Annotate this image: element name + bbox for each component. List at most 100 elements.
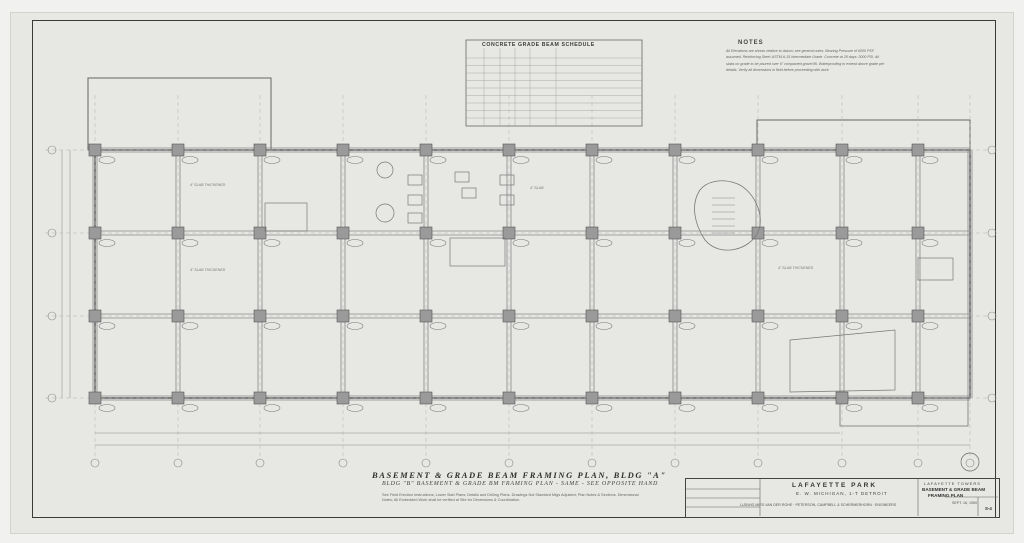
grid-bubble bbox=[670, 458, 680, 468]
pad-tag bbox=[761, 322, 779, 330]
pad-tag bbox=[181, 404, 199, 412]
pad-tag bbox=[921, 239, 939, 247]
column-pad bbox=[502, 309, 516, 323]
column-pad bbox=[835, 309, 849, 323]
column-pad bbox=[835, 143, 849, 157]
grid-bubble bbox=[421, 458, 431, 468]
column-pad bbox=[336, 226, 350, 240]
column-pad bbox=[253, 143, 267, 157]
pad-tag bbox=[921, 404, 939, 412]
grid-bubble bbox=[987, 145, 997, 155]
column-pad bbox=[668, 309, 682, 323]
column-pad bbox=[585, 391, 599, 405]
equipment-box bbox=[499, 194, 515, 206]
pad-tag bbox=[263, 239, 281, 247]
pad-tag bbox=[346, 322, 364, 330]
column-pad bbox=[751, 226, 765, 240]
grid-bubble bbox=[987, 393, 997, 403]
equipment-box bbox=[461, 187, 477, 199]
notes-body: All Elevations are shown relative to dat… bbox=[726, 49, 885, 73]
column-pad bbox=[419, 391, 433, 405]
pad-tag bbox=[181, 322, 199, 330]
pad-tag bbox=[595, 239, 613, 247]
column-pad bbox=[668, 143, 682, 157]
schedule-table bbox=[465, 39, 643, 127]
grid-bubble bbox=[255, 458, 265, 468]
ramp-area-outline bbox=[789, 329, 896, 393]
column-pad bbox=[88, 309, 102, 323]
grid-bubble bbox=[587, 458, 597, 468]
column-pad bbox=[911, 226, 925, 240]
equipment-box bbox=[407, 212, 423, 224]
column-pad bbox=[336, 309, 350, 323]
pad-tag bbox=[98, 322, 116, 330]
column-pad bbox=[668, 391, 682, 405]
elevator-core-outline bbox=[694, 180, 761, 251]
column-pad bbox=[751, 309, 765, 323]
column-pad bbox=[668, 226, 682, 240]
column-pad bbox=[751, 143, 765, 157]
grid-bubble bbox=[504, 458, 514, 468]
drawing-title: BASEMENT & GRADE BEAM FRAMING PLAN, BLDG… bbox=[372, 470, 667, 480]
mech-room-outline bbox=[264, 202, 308, 232]
pad-tag bbox=[512, 322, 530, 330]
sheet-title-1: BASEMENT & GRADE BEAM bbox=[922, 487, 986, 492]
slab-label-d: 4" SLAB THICKENED bbox=[778, 266, 814, 270]
column-pad bbox=[171, 309, 185, 323]
equipment-box bbox=[407, 194, 423, 206]
pad-tag bbox=[512, 404, 530, 412]
column-pad bbox=[253, 226, 267, 240]
pad-tag bbox=[346, 404, 364, 412]
column-pad bbox=[751, 391, 765, 405]
north-arrow bbox=[960, 452, 980, 472]
pad-tag bbox=[181, 239, 199, 247]
client-name: LAFAYETTE TOWERS bbox=[924, 481, 981, 486]
east-pit-outline bbox=[917, 257, 954, 281]
pad-tag bbox=[429, 322, 447, 330]
column-pad bbox=[502, 391, 516, 405]
column-pad bbox=[419, 309, 433, 323]
architect-line: LUDWIG MIES VAN DER ROHE · PETERSON, CAM… bbox=[740, 503, 897, 507]
drawing-border bbox=[32, 20, 996, 518]
drawing-subtitle: BLDG "B" BASEMENT & GRADE BM FRAMING PLA… bbox=[382, 481, 659, 487]
east-wing-outline bbox=[756, 119, 971, 151]
grid-bubble bbox=[965, 458, 975, 468]
column-pad bbox=[88, 226, 102, 240]
pad-tag bbox=[346, 156, 364, 164]
pad-tag bbox=[678, 404, 696, 412]
pad-tag bbox=[921, 322, 939, 330]
pad-tag bbox=[845, 156, 863, 164]
column-pad bbox=[171, 143, 185, 157]
ramp-outline bbox=[839, 397, 969, 427]
column-pad bbox=[336, 143, 350, 157]
pad-tag bbox=[429, 404, 447, 412]
pad-tag bbox=[678, 322, 696, 330]
grid-bubble bbox=[987, 311, 997, 321]
column-pad bbox=[419, 143, 433, 157]
column-pad bbox=[911, 391, 925, 405]
stair-block-outline bbox=[87, 77, 272, 151]
grid-bubble bbox=[47, 311, 57, 321]
pad-tag bbox=[761, 239, 779, 247]
equipment-circle bbox=[375, 203, 395, 223]
sheet-number: S-4 bbox=[985, 506, 992, 511]
pad-tag bbox=[678, 239, 696, 247]
pad-tag bbox=[263, 156, 281, 164]
pad-tag bbox=[678, 156, 696, 164]
pad-tag bbox=[512, 156, 530, 164]
pad-tag bbox=[98, 404, 116, 412]
drawing-sheet bbox=[10, 12, 1014, 534]
grid-bubble bbox=[47, 145, 57, 155]
equipment-circle bbox=[376, 161, 394, 179]
pad-tag bbox=[595, 404, 613, 412]
column-pad bbox=[253, 309, 267, 323]
drawing-note: See Field Erection Instructions; Lower S… bbox=[382, 493, 639, 502]
grid-bubble bbox=[338, 458, 348, 468]
grid-bubble bbox=[753, 458, 763, 468]
grid-bubble bbox=[987, 228, 997, 238]
notes-heading: NOTES bbox=[738, 40, 764, 46]
schedule-title: CONCRETE GRADE BEAM SCHEDULE bbox=[482, 42, 595, 48]
grid-bubble bbox=[173, 458, 183, 468]
pad-tag bbox=[346, 239, 364, 247]
